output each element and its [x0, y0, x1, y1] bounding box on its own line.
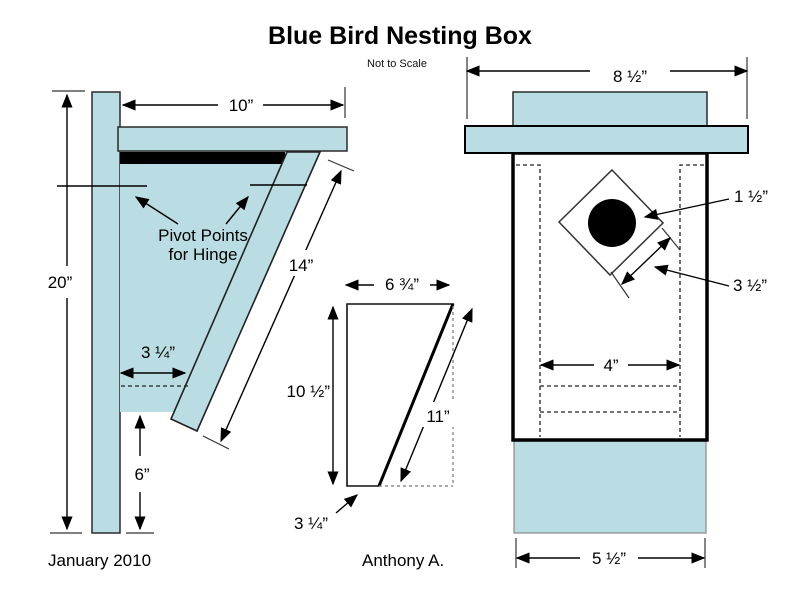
bottom-width-arrow — [335, 494, 359, 514]
pivot-note-line1: Pivot Points — [158, 226, 248, 245]
roof-top-board — [512, 91, 708, 127]
dim-tick — [610, 271, 630, 299]
side-panel-piece: 6 ¾” 10 ½” 11” 3 ¼” — [287, 275, 473, 533]
slant-dim-label: 11” — [426, 407, 450, 426]
roof-board — [117, 126, 348, 152]
top-dim-label: 6 ¾” — [385, 275, 419, 294]
front-dim-label: 14” — [289, 256, 314, 275]
label-mask — [419, 402, 456, 427]
height-dim-label: 20” — [48, 273, 73, 292]
bottom-dim-label: 6” — [134, 465, 149, 484]
inner-width-label: 4” — [603, 356, 618, 375]
back-board-lower — [513, 440, 707, 534]
hole-diameter-label: 1 ½” — [734, 187, 768, 206]
entrance-block-diamond — [557, 168, 665, 277]
pivot-note-line2: for Hinge — [169, 245, 238, 264]
dim-tick — [327, 159, 355, 172]
hidden-wall-right — [679, 164, 704, 437]
back-height-dim-label: 10 ½” — [287, 382, 331, 401]
back-board — [91, 91, 121, 534]
roof-edge-board — [464, 125, 749, 154]
roof-width-label: 8 ½” — [613, 67, 647, 86]
side-view: 20” 10” Pivot Points for Hinge 14” 3 ¼” — [48, 87, 355, 534]
body-width-label: 5 ½” — [592, 549, 626, 568]
bottom-width-label: 3 ¼” — [294, 514, 328, 533]
plan-author: Anthony A. — [362, 551, 444, 570]
block-dim-line — [620, 237, 672, 285]
front-view: 8 ½” 1 ½” 3 ½” 4” 5 — [464, 57, 768, 568]
slant-dim-line — [400, 307, 473, 483]
pivot-arrow-left — [134, 196, 179, 225]
dim-tick — [202, 435, 230, 450]
hole-leader-line — [643, 198, 730, 220]
hidden-wall-left — [516, 164, 541, 437]
entrance-hole — [588, 199, 636, 247]
hinge-strip — [120, 152, 285, 164]
plan-date: January 2010 — [48, 551, 151, 570]
front-dim-line — [220, 169, 342, 443]
roof-dim-label: 10” — [229, 96, 254, 115]
front-body — [511, 151, 709, 442]
not-to-scale-note: Not to Scale — [367, 58, 427, 70]
block-leader-line — [653, 264, 730, 287]
floor-dim-label: 3 ¼” — [141, 343, 175, 362]
block-size-label: 3 ½” — [733, 276, 767, 295]
dim-tick — [661, 227, 681, 251]
page-title: Blue Bird Nesting Box — [268, 22, 532, 50]
label-mask — [279, 250, 323, 276]
